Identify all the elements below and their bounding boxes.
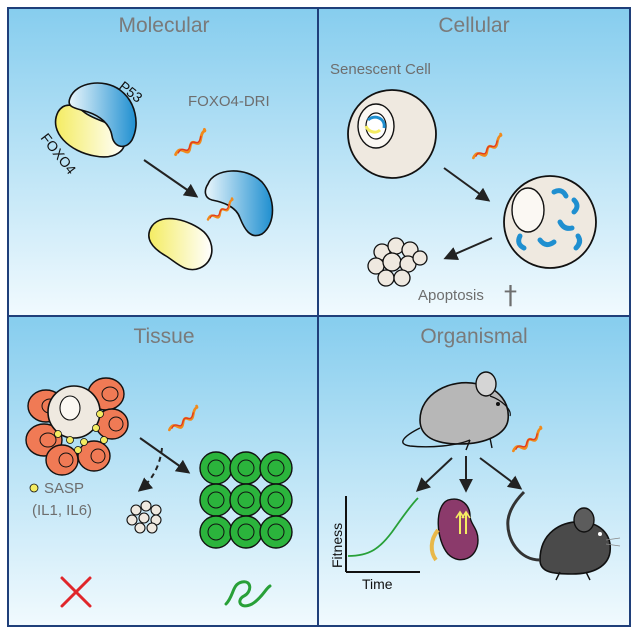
foxo4-dri-label: FOXO4-DRI xyxy=(188,93,270,110)
cellular-arrow-down xyxy=(443,167,491,202)
senescent-cell-label: Senescent Cell xyxy=(330,61,431,78)
dagger-icon: † xyxy=(504,281,517,311)
healthy-tissue-grid xyxy=(199,451,293,549)
kidney-icon xyxy=(429,498,479,562)
senescent-cell xyxy=(347,89,437,179)
fitness-axis-label: Fitness xyxy=(329,523,345,568)
title-tissue: Tissue xyxy=(133,325,194,348)
foxo4-p53-complex xyxy=(54,82,137,158)
organismal-arrow-left xyxy=(415,457,453,492)
aged-mouse-icon xyxy=(402,371,511,451)
p53-bound-protein xyxy=(204,170,274,237)
title-organismal: Organismal xyxy=(420,325,527,348)
molecular-arrow xyxy=(143,159,199,198)
time-axis-label: Time xyxy=(362,576,393,592)
tissue-arrow-dashed xyxy=(137,447,163,492)
apoptosis-label: Apoptosis xyxy=(418,287,484,304)
apoptotic-cell xyxy=(503,175,597,269)
panel-molecular xyxy=(8,8,318,316)
apoptotic-bodies xyxy=(367,237,428,287)
tissue-arrow-right xyxy=(139,437,191,474)
cleared-debris xyxy=(126,500,162,534)
fitness-time-plot xyxy=(345,496,420,573)
organismal-arrow-right xyxy=(479,457,523,490)
cellular-arrow-left xyxy=(443,237,493,260)
sasp-detail-label: (IL1, IL6) xyxy=(32,502,92,519)
title-molecular: Molecular xyxy=(118,14,209,37)
sasp-label: SASP xyxy=(44,480,84,497)
senescent-tissue-cluster xyxy=(25,377,129,476)
check-squiggle-icon xyxy=(224,580,272,608)
title-cellular: Cellular xyxy=(438,14,509,37)
foxo4-released-protein xyxy=(148,217,213,271)
cross-mark-icon xyxy=(60,576,92,608)
p53-protein xyxy=(68,82,137,148)
young-mouse-icon xyxy=(506,490,621,581)
sasp-dot-icon xyxy=(29,483,39,493)
